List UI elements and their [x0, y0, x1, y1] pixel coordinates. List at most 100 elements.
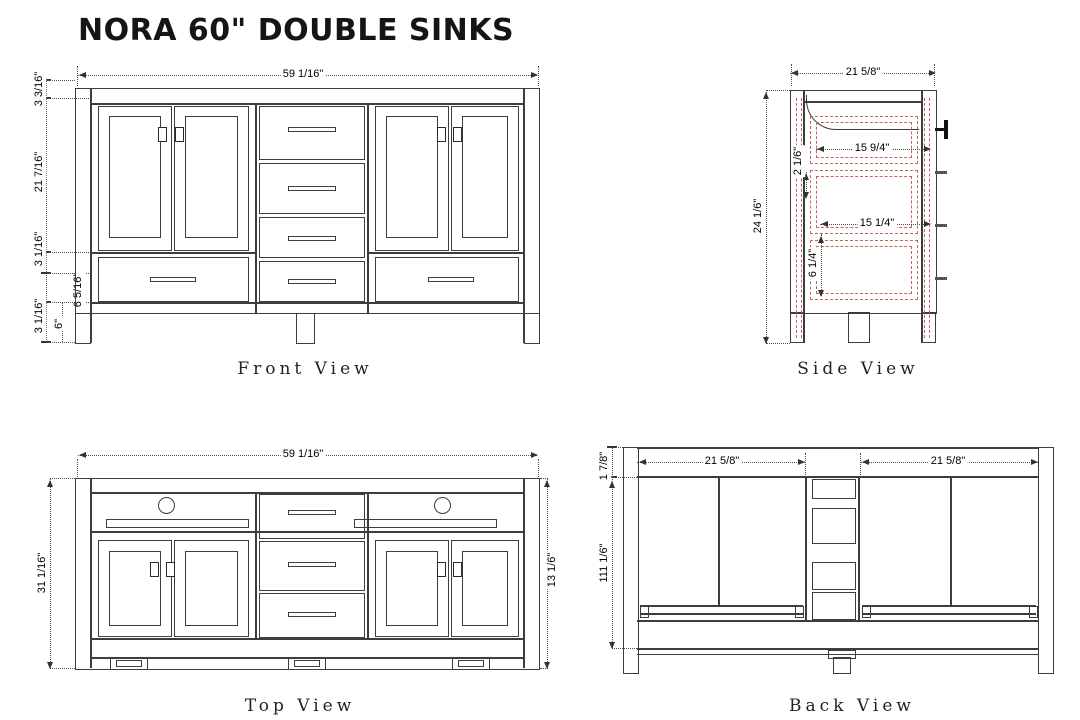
top-width-ext-right: [538, 459, 539, 477]
front-width-arrow-right: [531, 72, 541, 78]
top-left-ext-top: [50, 478, 75, 479]
foot-pad-inner: [294, 660, 320, 667]
back-shelf-line-right-2: [862, 613, 1036, 615]
front-width-ext-right: [538, 66, 539, 86]
drawer-slot-handle: [288, 510, 336, 515]
top-right-ext-bottom: [540, 668, 548, 669]
top-section-divider-left: [255, 492, 257, 638]
top-left-arrow-bottom: [47, 662, 53, 672]
top-door-left-2: [174, 540, 249, 637]
front-left-dim-line: [46, 80, 47, 342]
front-center-drawer-1: [259, 106, 365, 160]
back-bottom-ext: [612, 648, 637, 649]
back-left-opening-arrow-left: [636, 459, 646, 465]
top-view-caption: Top View: [244, 696, 356, 716]
side-top-inset-dim-label: 2 1/6": [792, 144, 805, 178]
back-shelf-line-right-1: [862, 605, 1036, 607]
side-hidden-drawer-2: [810, 170, 918, 234]
side-lower-height-arrow-bottom: [818, 290, 824, 300]
front-door-bottom-line-right: [367, 252, 524, 254]
top-door-right-1-panel: [386, 551, 438, 626]
back-view-caption: Back View: [789, 696, 915, 716]
front-center-foot: [296, 313, 315, 344]
top-center-drawer-3: [259, 593, 365, 638]
shelf-clip: [862, 606, 871, 618]
back-center-column-left: [805, 477, 807, 620]
top-center-drawer-1: [259, 494, 365, 539]
top-width-ext-left: [77, 459, 78, 477]
front-width-ext-left: [77, 66, 78, 86]
top-right-dim-label: 13 1/6": [546, 550, 559, 590]
mount-pin: [935, 224, 947, 227]
shelf-clip: [1029, 606, 1038, 618]
side-lower-width-arrow-left: [818, 221, 828, 227]
back-right-opening-arrow-right: [1031, 459, 1041, 465]
front-right-leg: [524, 313, 540, 344]
back-center-ext-right: [860, 453, 861, 475]
drawer-slot-handle: [288, 279, 336, 284]
front-bottom-rail-line: [90, 302, 524, 304]
top-back-rail-line: [90, 492, 524, 494]
side-depth-arrow-left: [788, 70, 798, 76]
side-depth-ext-right: [934, 64, 935, 86]
back-bottom-rail-top-line: [637, 620, 1038, 622]
side-depth-dim-label: 21 5/8": [843, 66, 883, 79]
top-sink-band-line: [90, 531, 524, 533]
front-door-right-2-panel: [462, 116, 508, 238]
front-door-right-1: [375, 106, 449, 251]
side-view-caption: Side View: [797, 359, 919, 379]
side-countertop-line: [803, 101, 922, 103]
side-hidden-drawer-1: [810, 116, 918, 164]
back-shelf-line-left-2: [640, 613, 803, 615]
back-center-drawer-3: [812, 562, 856, 590]
side-height-dim-line: [766, 90, 767, 343]
front-dim-connector: [46, 80, 75, 81]
top-left-dim-label: 31 1/16": [36, 550, 49, 596]
foot-pad-inner: [116, 660, 142, 667]
faucet-hole-left: [158, 497, 175, 514]
side-hidden-line: [929, 98, 930, 338]
top-door-left-1: [98, 540, 172, 637]
drawer-slot-handle: [150, 277, 196, 282]
front-width-arrow-left: [76, 72, 86, 78]
side-depth-ext-left: [791, 64, 792, 86]
side-upper-width-arrow-left: [814, 146, 824, 152]
side-top-inset-arrow-top: [803, 170, 809, 180]
top-door-left-1-panel: [109, 551, 161, 626]
door-handle: [453, 127, 462, 142]
side-height-arrow-bottom: [763, 337, 769, 347]
front-dim-connector: [46, 302, 89, 303]
side-top-inset-arrow-bottom: [803, 192, 809, 202]
top-width-dim-label: 59 1/16": [280, 448, 326, 461]
back-height-arrow-top: [609, 478, 615, 488]
front-dim-connector: [46, 252, 89, 253]
top-left-arrow-top: [47, 477, 53, 487]
front-view-caption: Front View: [237, 359, 373, 379]
top-right-arrow-bottom: [544, 662, 550, 672]
side-hidden-line: [796, 98, 797, 338]
top-right-ext-top: [540, 478, 548, 479]
front-top-rail-line: [90, 103, 524, 105]
drawer-slot-handle: [428, 277, 474, 282]
side-height-arrow-top: [763, 89, 769, 99]
front-dim-connector: [46, 342, 75, 343]
top-right-arrow-top: [544, 477, 550, 487]
top-left-ext-bottom: [50, 668, 75, 669]
front-bottom-drawer-right: [375, 257, 519, 302]
sink-rim-right: [354, 519, 497, 528]
back-center-foot-stem: [833, 657, 851, 674]
front-section-divider-right: [367, 103, 369, 313]
door-handle: [437, 127, 446, 142]
foot-pad-inner: [458, 660, 484, 667]
drawer-slot-handle: [288, 236, 336, 241]
side-back-stile-line: [921, 90, 923, 343]
side-hidden-drawer-1-inner: [816, 122, 912, 158]
side-upper-width-dim-label: 15 9/4": [852, 142, 892, 155]
front-section-divider-left: [255, 103, 257, 313]
back-top-rail-bottom-line: [637, 476, 1038, 478]
back-panel-seam-left: [718, 477, 720, 605]
foot-pad: [288, 657, 326, 670]
back-left-stile: [623, 447, 639, 674]
sink-rim-left: [106, 519, 249, 528]
